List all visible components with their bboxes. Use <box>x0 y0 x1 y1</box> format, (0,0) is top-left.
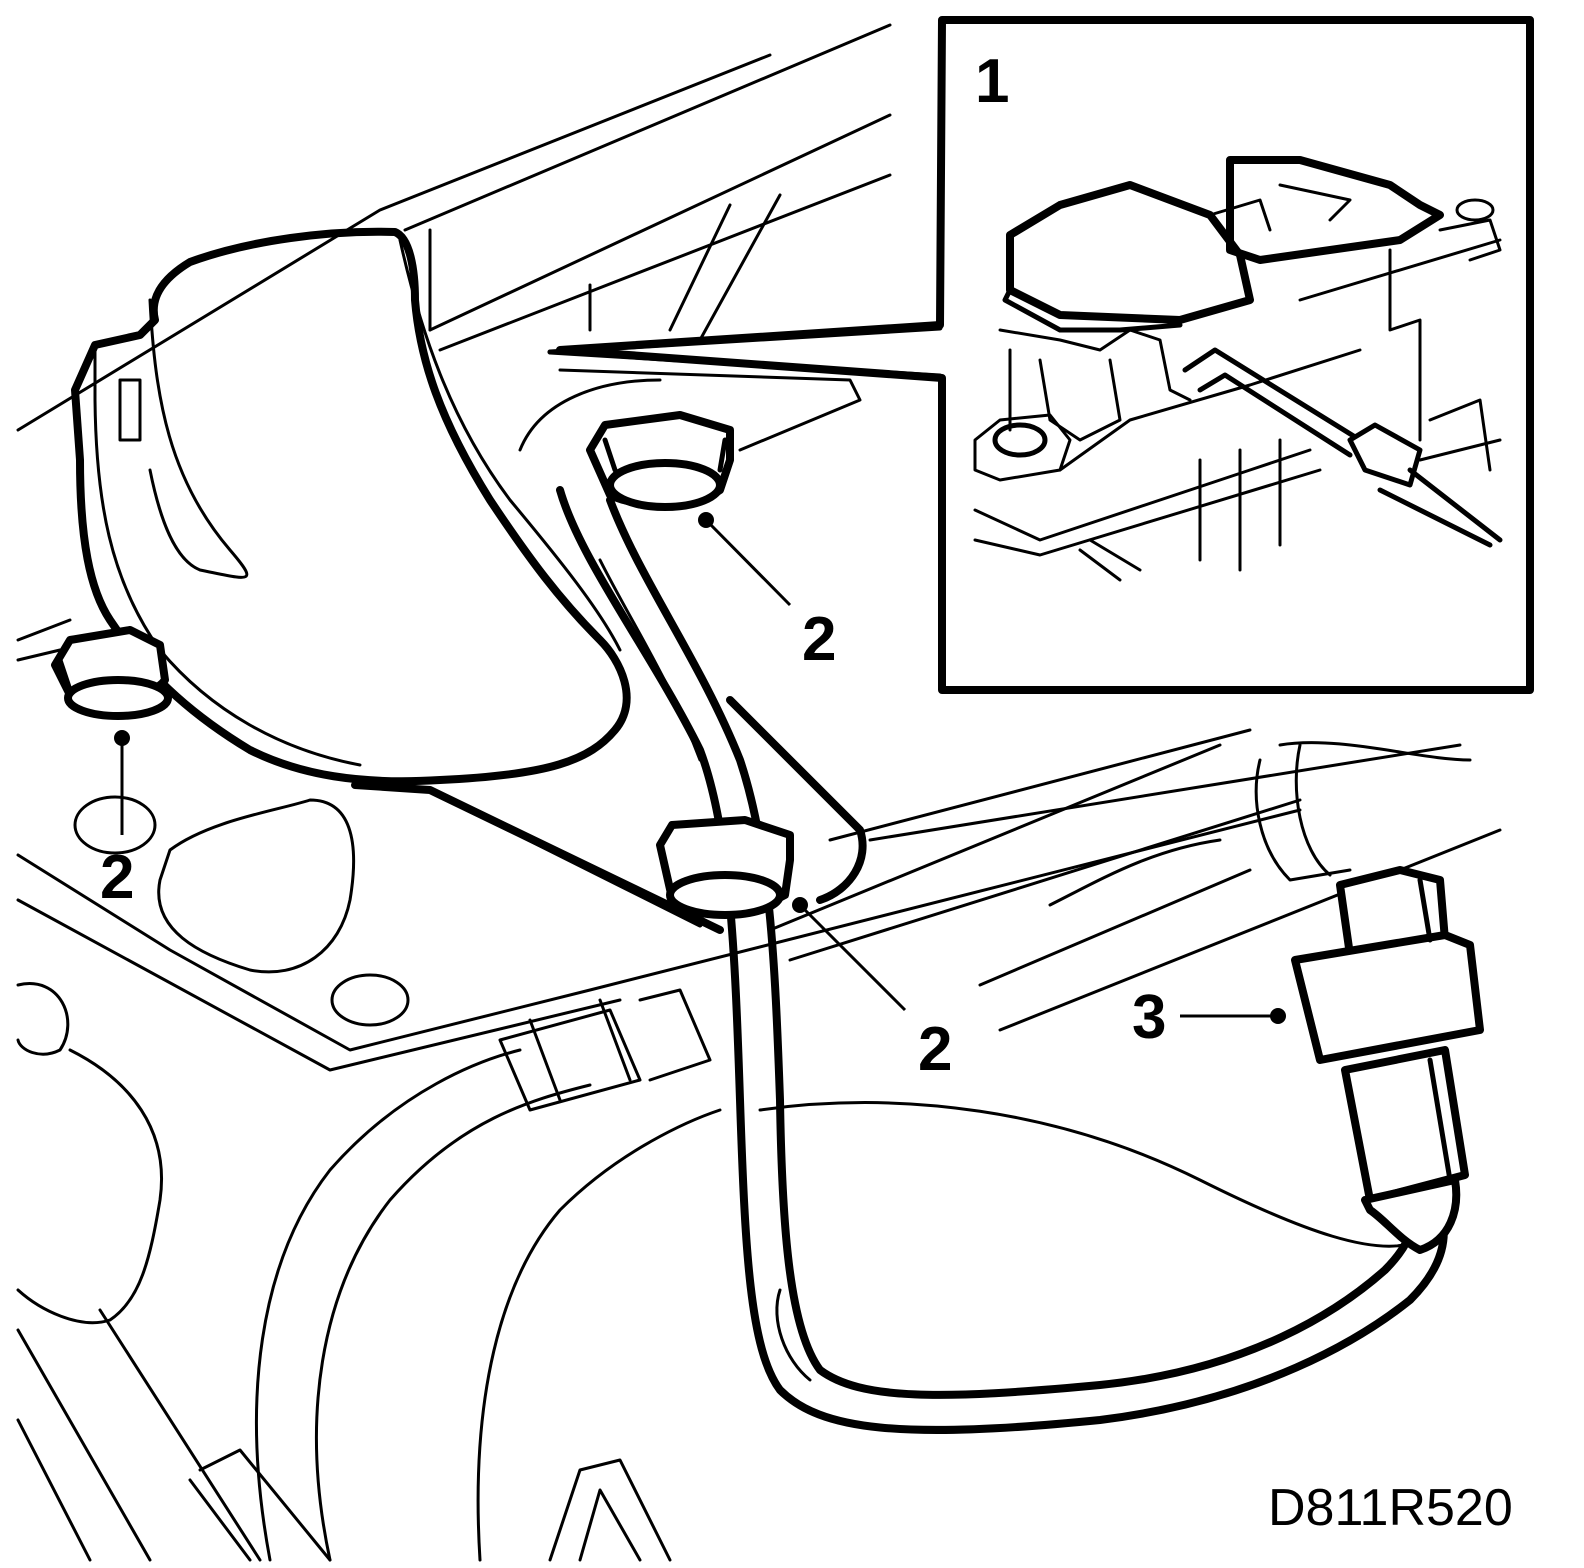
reference-code: D811R520 <box>1268 1479 1513 1537</box>
inset-detail: 1 <box>547 16 1534 694</box>
callout-3: 3 <box>1132 983 1286 1052</box>
bolt-label-top: 2 <box>802 605 836 674</box>
callout-2-top: 2 <box>698 512 836 674</box>
inset-label: 1 <box>975 47 1009 116</box>
hex-bolt-icon <box>586 411 734 511</box>
inset-callout: 1 <box>975 47 1009 116</box>
callout-2-center: 2 <box>792 897 952 1084</box>
wiring-harness <box>556 486 1448 1434</box>
hex-bolt-icon <box>656 816 794 919</box>
bracket-strap <box>351 696 867 934</box>
bolt-label-left: 2 <box>100 843 134 912</box>
wire-connector-icon <box>1291 866 1484 1254</box>
connector-label: 3 <box>1132 983 1166 1052</box>
sensor-unit-icon <box>1002 156 1444 333</box>
screwdriver-icon <box>1182 347 1503 548</box>
bolt-label-center: 2 <box>918 1015 952 1084</box>
callout-2-left: 2 <box>100 730 134 912</box>
hex-bolt-icon <box>51 626 172 720</box>
mounting-bracket <box>973 198 1502 582</box>
